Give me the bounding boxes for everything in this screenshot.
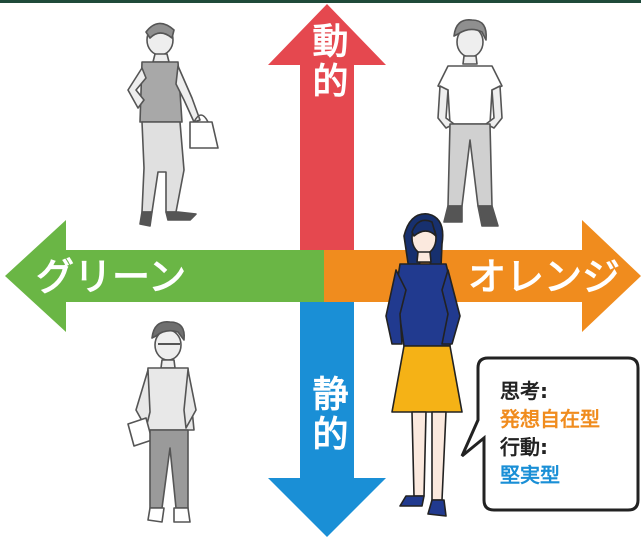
arrow-up-dynamic <box>268 4 386 255</box>
bubble-action-label: 行動: <box>499 435 548 459</box>
label-static: 静的 <box>307 375 349 455</box>
figure-man-top-right <box>437 19 503 227</box>
bubble-action-value: 堅実型 <box>500 463 560 487</box>
bubble-thinking-label: 思考: <box>500 379 548 403</box>
label-green: グリーン <box>36 255 186 299</box>
figure-woman-top-left <box>127 22 219 227</box>
arrow-left-green <box>5 220 327 332</box>
figure-man-bottom-left <box>127 321 197 523</box>
speech-bubble: 思考: 発想自在型 行動: 堅実型 <box>460 356 640 512</box>
bubble-thinking-value: 発想自在型 <box>499 407 600 431</box>
label-dynamic: 動的 <box>307 22 349 102</box>
figure-woman-highlighted <box>385 213 463 517</box>
label-orange: オレンジ <box>468 255 620 299</box>
top-border <box>0 0 641 3</box>
arrow-right-orange <box>324 220 641 332</box>
arrow-down-static <box>268 300 386 537</box>
